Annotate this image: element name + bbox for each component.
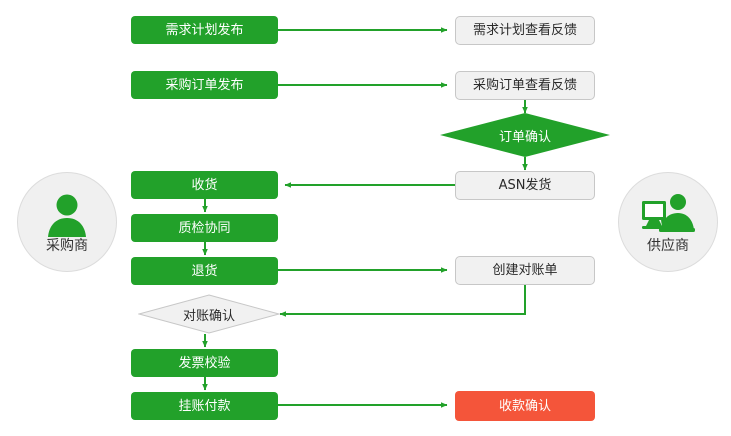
node-statement-confirm[interactable]: 对账确认 xyxy=(138,294,280,334)
node-label: 创建对账单 xyxy=(492,263,558,278)
node-payable-payment[interactable]: 挂账付款 xyxy=(131,392,278,420)
person-icon xyxy=(44,191,90,237)
node-create-statement[interactable]: 创建对账单 xyxy=(455,256,595,285)
diamond-shape xyxy=(138,294,280,334)
node-label: 采购订单查看反馈 xyxy=(472,78,577,93)
node-label: 收款确认 xyxy=(498,398,551,414)
node-po-publish[interactable]: 采购订单发布 xyxy=(131,71,278,99)
node-label: 采购订单发布 xyxy=(165,77,244,93)
actor-label: 供应商 xyxy=(647,238,689,254)
node-quality-collab[interactable]: 质检协同 xyxy=(131,214,278,242)
actor-label: 采购商 xyxy=(46,238,88,254)
actor-buyer[interactable]: 采购商 xyxy=(17,172,117,272)
node-demand-plan-feedback[interactable]: 需求计划查看反馈 xyxy=(455,16,595,45)
actor-supplier[interactable]: 供应商 xyxy=(618,172,718,272)
node-invoice-verify[interactable]: 发票校验 xyxy=(131,349,278,377)
node-label: 对账确认 xyxy=(182,308,235,324)
node-label: 需求计划发布 xyxy=(165,22,244,38)
node-receipt-confirm[interactable]: 收款确认 xyxy=(455,391,595,421)
node-asn-shipment[interactable]: ASN发货 xyxy=(455,171,595,200)
person-at-computer-icon xyxy=(640,191,696,237)
node-demand-plan-publish[interactable]: 需求计划发布 xyxy=(131,16,278,44)
node-label: 收货 xyxy=(191,177,218,193)
node-order-confirm[interactable]: 订单确认 xyxy=(440,113,610,157)
node-label: 发票校验 xyxy=(178,355,231,371)
edge-statement-to-confirm xyxy=(279,285,526,317)
node-return-goods[interactable]: 退货 xyxy=(131,257,278,285)
node-label: 挂账付款 xyxy=(178,398,231,414)
node-receive-goods[interactable]: 收货 xyxy=(131,171,278,199)
node-label: 退货 xyxy=(191,263,218,279)
diamond-shape xyxy=(440,113,610,157)
node-po-feedback[interactable]: 采购订单查看反馈 xyxy=(455,71,595,100)
node-label: 需求计划查看反馈 xyxy=(472,23,577,38)
node-label: 质检协同 xyxy=(178,220,231,236)
node-label: 订单确认 xyxy=(498,129,551,145)
node-label: ASN发货 xyxy=(498,178,552,193)
